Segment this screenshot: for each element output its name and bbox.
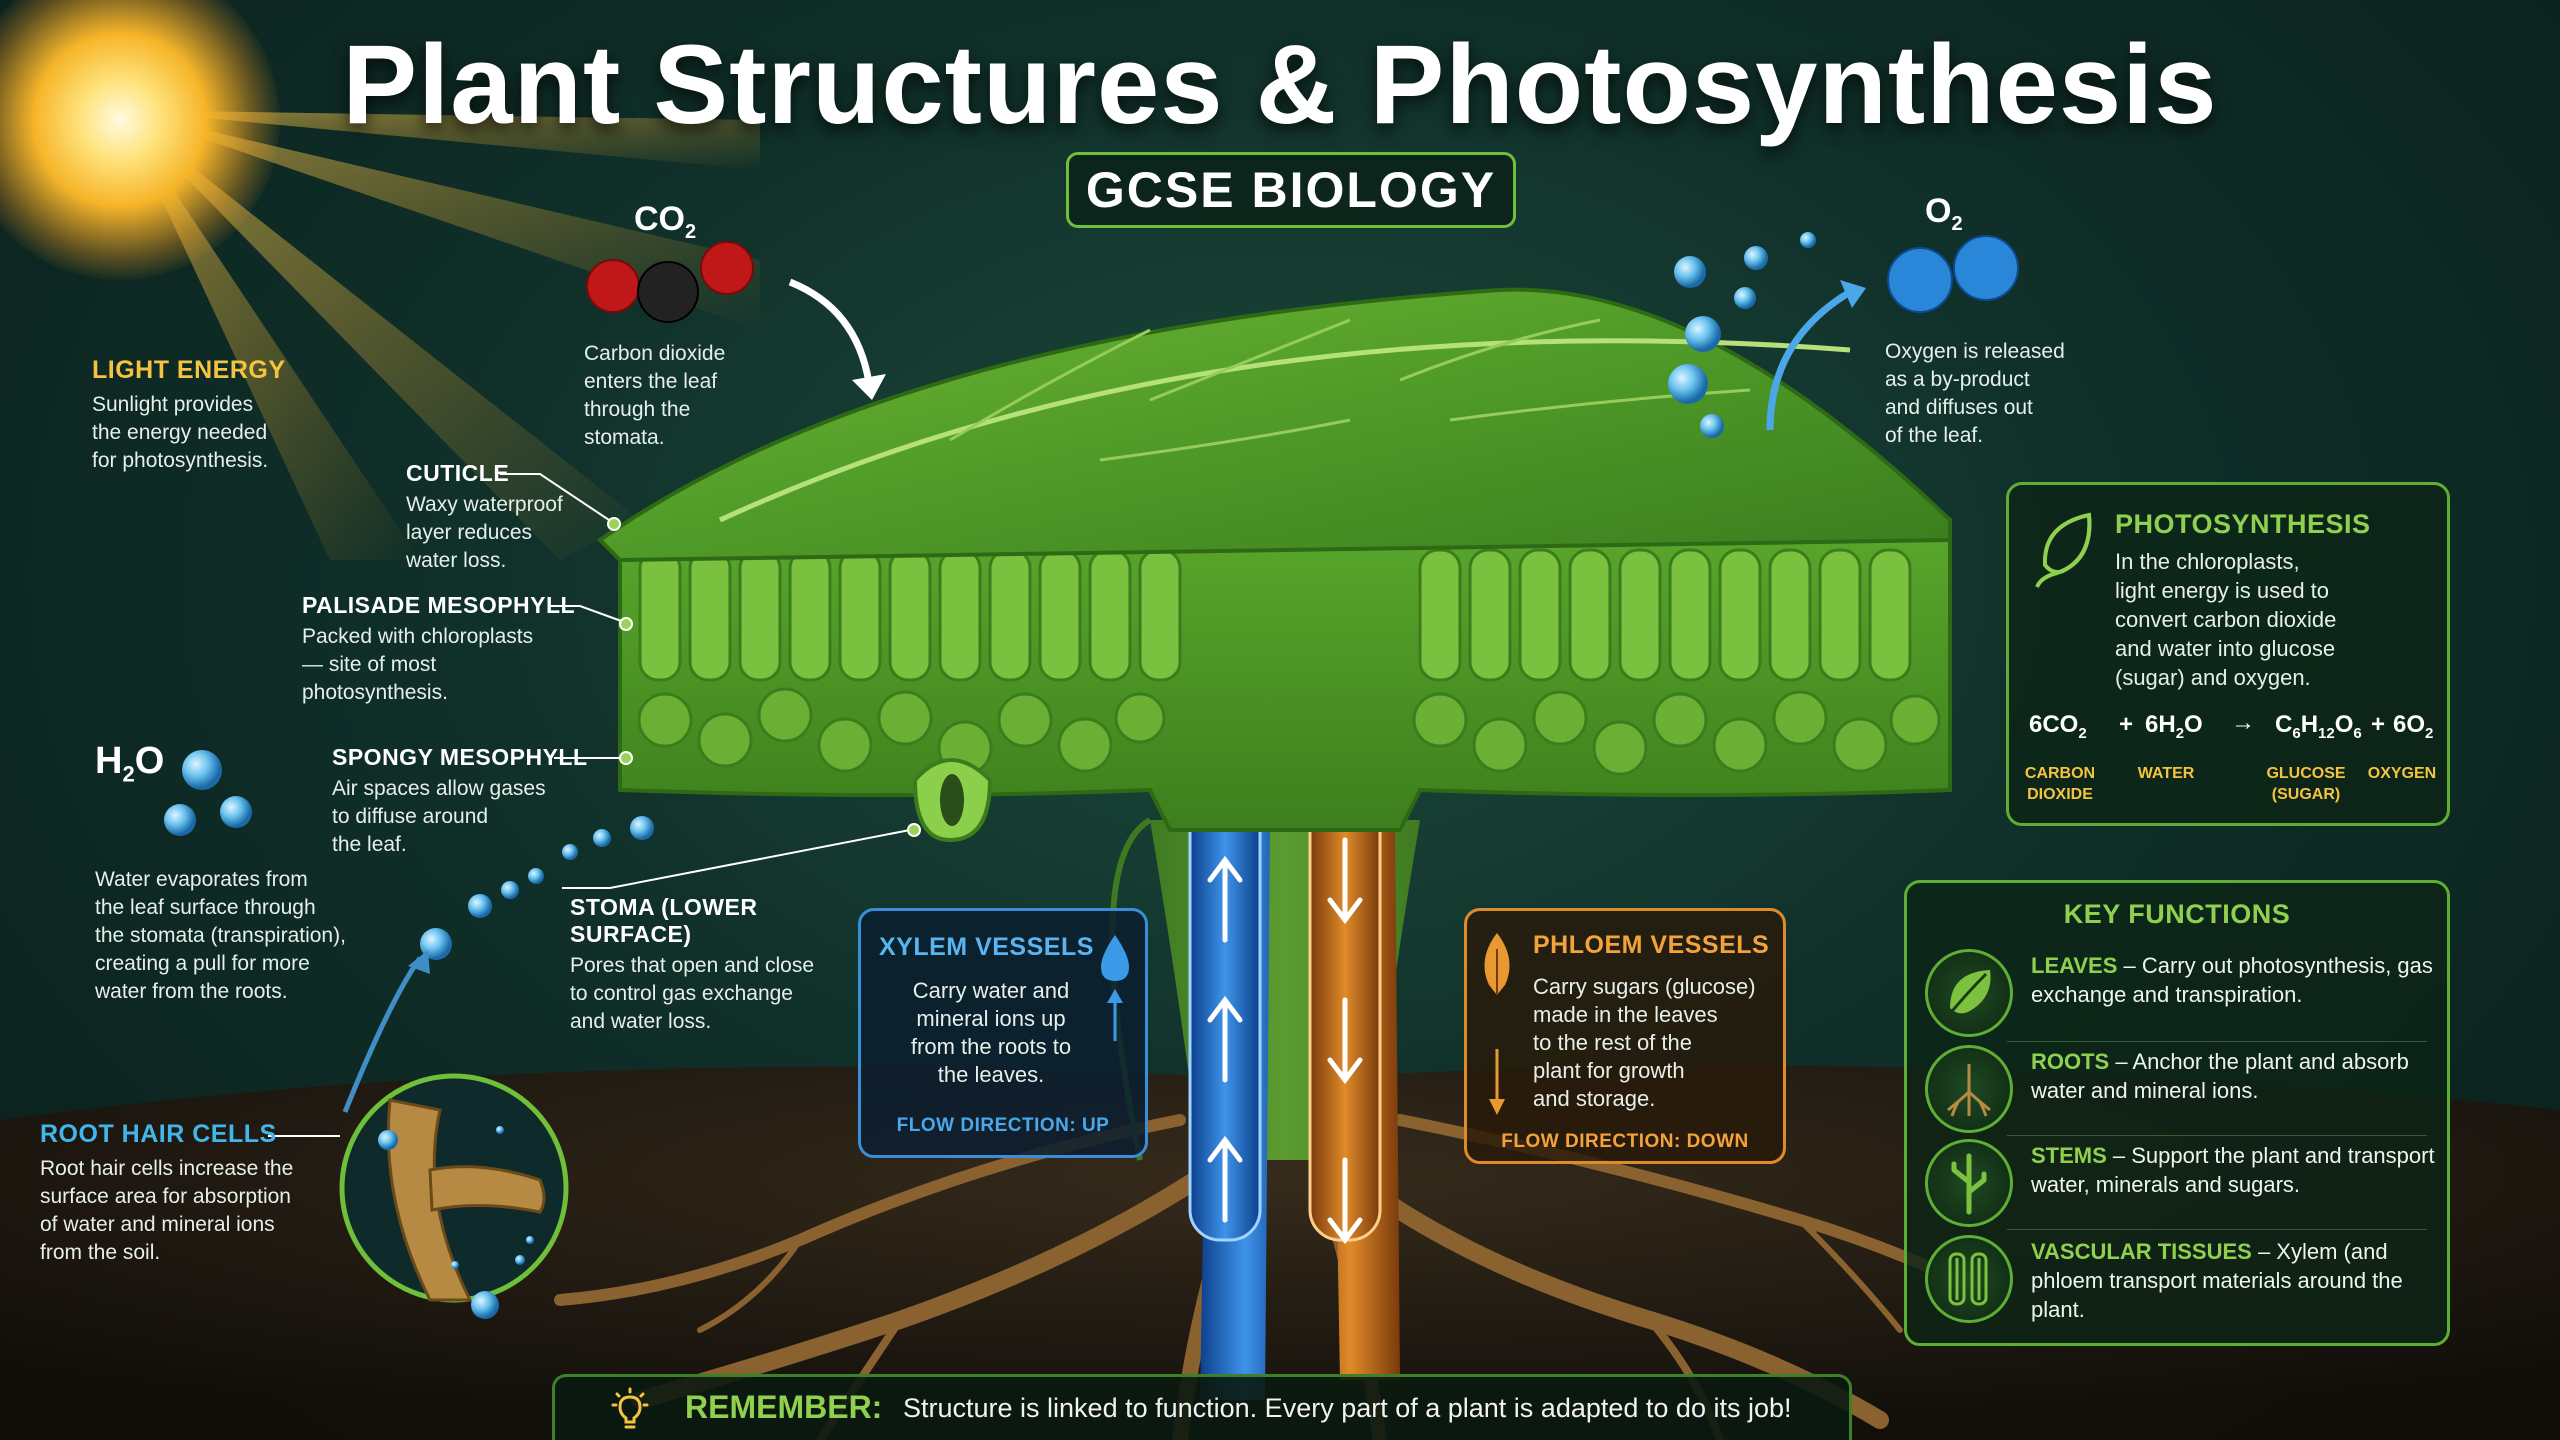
photosynthesis-panel: PHOTOSYNTHESIS In the chloroplasts, ligh… <box>2006 482 2450 826</box>
key-text-leaves: LEAVES – Carry out photosynthesis, gas e… <box>2031 953 2433 1007</box>
key-functions-title: KEY FUNCTIONS <box>2063 899 2291 929</box>
key-divider <box>2007 1135 2427 1136</box>
palisade-mesophyll-label: PALISADE MESOPHYLL Packed with chloropla… <box>302 592 576 704</box>
stem-icon <box>1925 1139 2013 1227</box>
light-energy-label: LIGHT ENERGY Sunlight provides the energ… <box>92 356 286 472</box>
phloem-title: PHLOEM VESSELS <box>1533 931 1770 959</box>
h2o-formula: H2O <box>95 740 165 787</box>
eq-label-water: WATER <box>2137 765 2195 782</box>
xylem-panel: XYLEM VESSELS Carry water and mineral io… <box>858 908 1148 1158</box>
eq-label-oxygen: OXYGEN <box>2367 765 2437 782</box>
water-drop-icon <box>1101 935 1129 1041</box>
remember-banner: REMEMBER: Structure is linked to functio… <box>552 1374 1852 1440</box>
key-divider <box>2007 1041 2427 1042</box>
key-row-leaves: LEAVES – Carry out photosynthesis, gas e… <box>1925 947 2435 1037</box>
lightbulb-icon <box>611 1387 649 1429</box>
eq-label-glucose: GLUCOSE (SUGAR) <box>2266 765 2346 803</box>
subtitle-badge: GCSE BIOLOGY <box>1066 152 1516 228</box>
page-title: Plant Structures & Photosynthesis <box>342 22 2218 147</box>
key-row-stems: STEMS – Support the plant and transport … <box>1925 1137 2435 1227</box>
transpiration-label: Water evaporates from the leaf surface t… <box>95 868 346 1003</box>
remember-label: REMEMBER: <box>685 1389 883 1425</box>
co2-label: Carbon dioxide enters the leaf through t… <box>584 342 726 449</box>
photosynthesis-description: In the chloroplasts, light energy is use… <box>2115 549 2337 690</box>
key-divider <box>2007 1229 2427 1230</box>
leaf-icon <box>1925 949 2013 1037</box>
spongy-mesophyll-label: SPONGY MESOPHYLL Air spaces allow gases … <box>332 744 588 856</box>
remember-text: Structure is linked to function. Every p… <box>903 1393 1792 1423</box>
eq-co2: 6CO2 <box>2029 711 2087 742</box>
phloem-panel: PHLOEM VESSELS Carry sugars (glucose) ma… <box>1464 908 1786 1164</box>
key-text-roots: ROOTS – Anchor the plant and absorb wate… <box>2031 1049 2409 1103</box>
eq-arrow: → <box>2231 709 2255 736</box>
eq-plus-2: + <box>2371 711 2386 738</box>
key-row-roots: ROOTS – Anchor the plant and absorb wate… <box>1925 1043 2435 1133</box>
cuticle-label: CUTICLE Waxy waterproof layer reduces wa… <box>406 460 563 572</box>
vascular-tissue-icon <box>1925 1235 2013 1323</box>
xylem-title: XYLEM VESSELS <box>879 933 1094 961</box>
roots-icon <box>1925 1045 2013 1133</box>
stoma-label: STOMA (LOWER SURFACE) Pores that open an… <box>570 894 815 1033</box>
root-hair-label: ROOT HAIR CELLS Root hair cells increase… <box>40 1120 294 1264</box>
key-text-stems: STEMS – Support the plant and transport … <box>2031 1143 2435 1197</box>
phloem-flow: FLOW DIRECTION: DOWN <box>1501 1131 1749 1152</box>
eq-label-co2: CARBON DIOXIDE <box>2024 765 2096 803</box>
co2-formula: CO2 <box>634 200 697 243</box>
eq-glucose: C6H12O6 <box>2275 711 2362 742</box>
o2-formula: O2 <box>1925 192 1963 235</box>
photosynthesis-title: PHOTOSYNTHESIS <box>2115 509 2371 539</box>
eq-plus-1: + <box>2119 711 2134 738</box>
xylem-flow: FLOW DIRECTION: UP <box>896 1115 1110 1136</box>
key-text-vascular: VASCULAR TISSUES – Xylem (and phloem tra… <box>2031 1239 2403 1322</box>
o2-label: Oxygen is released as a by-product and d… <box>1885 340 2065 447</box>
xylem-description: Carry water and mineral ions up from the… <box>910 978 1072 1087</box>
leaf-icon <box>2035 512 2092 588</box>
eq-o2: 6O2 <box>2393 711 2434 742</box>
leaf-sugar-icon <box>1484 933 1510 1115</box>
eq-h2o: 6H2O <box>2145 711 2203 742</box>
key-row-vascular: VASCULAR TISSUES – Xylem (and phloem tra… <box>1925 1233 2435 1323</box>
phloem-description: Carry sugars (glucose) made in the leave… <box>1533 974 1756 1111</box>
key-functions-panel: KEY FUNCTIONS LEAVES – Carry out photosy… <box>1904 880 2450 1346</box>
